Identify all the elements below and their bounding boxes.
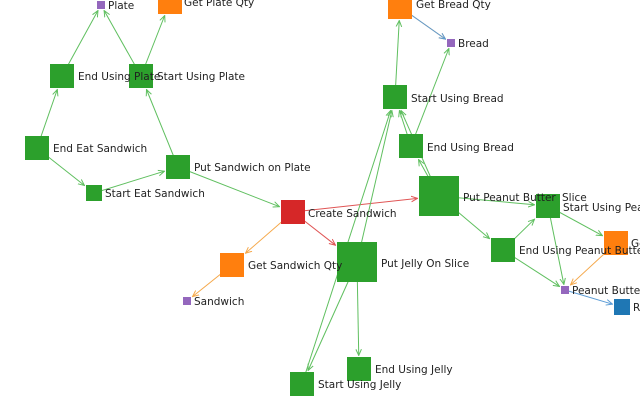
node-create-sandwich[interactable] — [281, 200, 305, 224]
node-label-end-using-bread: End Using Bread — [427, 142, 514, 154]
node-start-using-jelly[interactable] — [290, 372, 314, 396]
node-get-peanut-qty[interactable] — [604, 231, 628, 255]
node-label-create-sandwich: Create Sandwich — [308, 208, 397, 220]
node-get-plate-qty[interactable] — [158, 0, 182, 14]
nodes-layer — [25, 0, 630, 396]
node-label-bread: Bread — [458, 38, 489, 50]
node-start-using-bread[interactable] — [383, 85, 407, 109]
node-peanut-butter[interactable] — [561, 286, 569, 294]
node-label-plate: Plate — [108, 0, 134, 12]
node-label-start-using-plate: Start Using Plate — [157, 71, 245, 83]
node-label-get-sandwich-qty: Get Sandwich Qty — [248, 260, 342, 272]
node-label-end-using-peanut-butter: End Using Peanut Butter — [519, 245, 640, 257]
node-bread[interactable] — [447, 39, 455, 47]
node-get-sandwich-qty[interactable] — [220, 253, 244, 277]
node-label-get-plate-qty: Get Plate Qty — [184, 0, 254, 9]
edge-create-sandwich-to-put-peanut-butter — [292, 198, 418, 213]
node-label-get-bread-qty: Get Bread Qty — [416, 0, 491, 11]
edge-slice-to-peanut-butter — [547, 205, 564, 285]
node-label-start-using-peanut: Start Using Peanut — [563, 202, 640, 214]
edge-put-sandwich-on-plate-to-start-using-plate — [146, 90, 179, 168]
node-label-put-jelly-on-slice: Put Jelly On Slice — [381, 258, 469, 270]
node-label-re-node: Re — [633, 302, 640, 314]
node-put-sandwich-on-plate[interactable] — [166, 155, 190, 179]
node-end-using-jelly[interactable] — [347, 357, 371, 381]
node-label-end-using-plate: End Using Plate — [78, 71, 160, 83]
edge-peanut-butter-to-re-node — [564, 289, 613, 304]
node-label-put-sandwich-on-plate: Put Sandwich on Plate — [194, 162, 311, 174]
node-start-eat-sandwich[interactable] — [86, 185, 102, 201]
node-label-slice: Slice — [562, 192, 587, 204]
node-label-start-using-jelly: Start Using Jelly — [318, 379, 401, 391]
node-label-peanut-butter: Peanut Butter — [572, 285, 640, 297]
node-end-using-plate[interactable] — [50, 64, 74, 88]
node-label-put-peanut-butter: Put Peanut Butter — [463, 192, 556, 204]
node-put-jelly-on-slice[interactable] — [337, 242, 377, 282]
edge-start-using-bread-to-get-bread-qty — [394, 21, 399, 98]
node-label-sandwich: Sandwich — [194, 296, 244, 308]
node-put-peanut-butter[interactable] — [419, 176, 459, 216]
edge-start-eat-sandwich-to-put-sandwich-on-plate — [93, 171, 165, 194]
node-plate[interactable] — [97, 1, 105, 9]
node-start-using-plate[interactable] — [129, 64, 153, 88]
node-label-end-using-jelly: End Using Jelly — [375, 364, 453, 376]
edge-put-jelly-on-slice-to-start-using-bread — [356, 111, 392, 263]
edge-end-using-bread-to-bread — [410, 49, 449, 147]
node-sandwich[interactable] — [183, 297, 191, 305]
node-end-eat-sandwich[interactable] — [25, 136, 49, 160]
node-re-node[interactable] — [614, 299, 630, 315]
edge-put-sandwich-on-plate-to-create-sandwich — [177, 166, 280, 207]
node-get-bread-qty[interactable] — [388, 0, 412, 19]
node-label-start-eat-sandwich: Start Eat Sandwich — [105, 188, 205, 200]
node-label-get-peanut-qty: Ge — [631, 238, 640, 250]
node-end-using-peanut-butter[interactable] — [491, 238, 515, 262]
node-label-start-using-bread: Start Using Bread — [411, 93, 504, 105]
node-end-using-bread[interactable] — [399, 134, 423, 158]
node-label-end-eat-sandwich: End Eat Sandwich — [53, 143, 147, 155]
node-slice[interactable] — [536, 194, 560, 218]
